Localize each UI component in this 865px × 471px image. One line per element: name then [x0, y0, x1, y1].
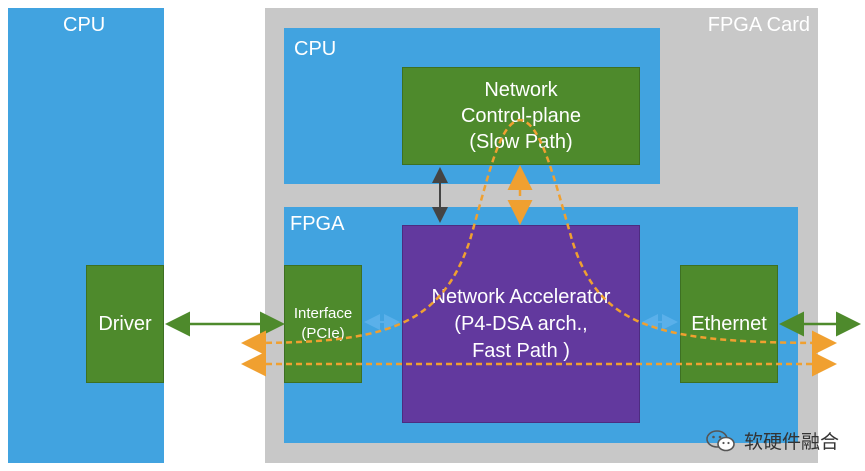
host-cpu-panel: CPU	[8, 8, 164, 463]
watermark: 软硬件融合	[706, 427, 839, 454]
network-accelerator-block: Network Accelerator (P4-DSA arch., Fast …	[402, 225, 640, 423]
wechat-icon	[706, 429, 736, 453]
host-cpu-label: CPU	[63, 14, 106, 36]
fpga-card-label: FPGA Card	[707, 14, 810, 36]
control-plane-label: Network Control-plane (Slow Path)	[460, 79, 582, 153]
watermark-text: 软硬件融合	[743, 432, 839, 453]
driver-block: Driver	[86, 265, 164, 383]
interface-block: Interface (PCIe)	[284, 265, 362, 383]
driver-label: Driver	[98, 312, 152, 335]
fpga-label: FPGA	[290, 213, 345, 235]
network-accelerator-label: Network Accelerator (P4-DSA arch., Fast …	[431, 285, 611, 362]
ethernet-label: Ethernet	[691, 312, 767, 335]
card-cpu-label: CPU	[294, 38, 337, 60]
control-plane-block: Network Control-plane (Slow Path)	[402, 67, 640, 165]
interface-label: Interface (PCIe)	[293, 305, 353, 342]
ethernet-block: Ethernet	[680, 265, 778, 383]
